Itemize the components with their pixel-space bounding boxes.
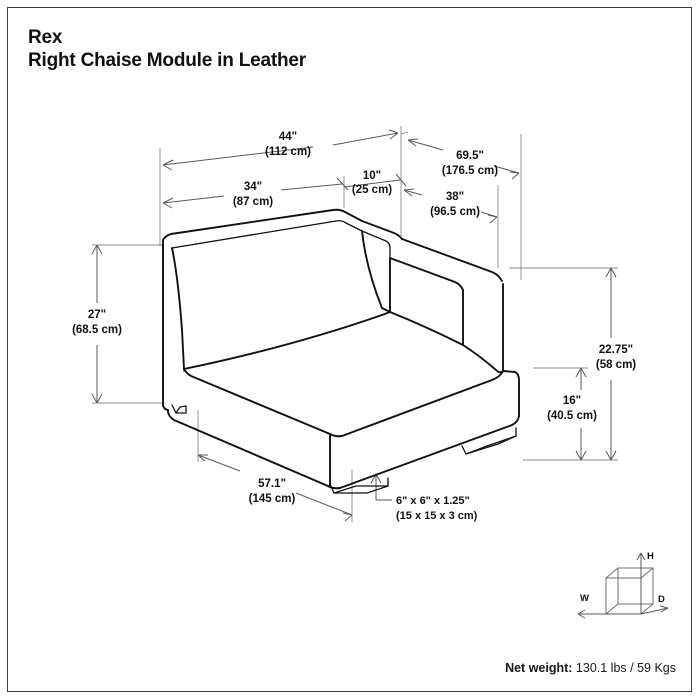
- legend-depth-axis-label: D: [658, 594, 665, 605]
- legend-height-axis-label: H: [647, 551, 654, 562]
- arm-top-inner-edge: [389, 257, 464, 291]
- dimension-overall-depth: 69.5" (176.5 cm): [407, 138, 520, 180]
- label-chaise-length-imperial: 57.1": [258, 478, 286, 490]
- arm-top-back-edge: [361, 220, 403, 240]
- backrest-front-face: [171, 247, 185, 370]
- dimension-chaise-length: 57.1" (145 cm): [197, 454, 353, 522]
- foot-rear-left: [171, 404, 187, 414]
- dimension-arm-depth: 38" (96.5 cm): [403, 188, 498, 224]
- backrest-seat-junction: [183, 311, 391, 370]
- dimension-arm-height: 22.75" (58 cm): [596, 267, 636, 461]
- label-overall-back-width-imperial: 44": [279, 131, 297, 143]
- label-arm-height-metric: (58 cm): [596, 359, 636, 371]
- backrest-left-side-panel: [162, 239, 169, 411]
- product-name: Rex: [28, 27, 63, 48]
- label-seat-back-width-imperial: 34": [244, 181, 262, 193]
- axis-legend-cube: H W D: [577, 551, 669, 619]
- callout-foot-size: 6" x 6" x 1.25" (15 x 15 x 3 cm): [370, 473, 478, 522]
- dimension-seat-height: 16" (40.5 cm): [547, 367, 597, 461]
- label-arm-depth-imperial: 38": [446, 191, 464, 203]
- label-overall-depth-imperial: 69.5": [456, 150, 484, 162]
- dimension-seat-back-width: 34" (87 cm): [162, 177, 349, 209]
- backrest-right-edge: [361, 230, 391, 313]
- foot-rear-left-top: [175, 405, 187, 414]
- label-overall-height-metric: (68.5 cm): [72, 324, 122, 336]
- extension-lines: [92, 126, 618, 522]
- label-seat-back-width-metric: (87 cm): [233, 196, 273, 208]
- label-foot-size-imperial: 6" x 6" x 1.25": [396, 495, 470, 507]
- label-arm-width-metric: (25 cm): [352, 184, 392, 196]
- label-arm-height-imperial: 22.75": [599, 344, 633, 356]
- arm-top-outer-edge: [401, 238, 503, 282]
- label-overall-depth-metric: (176.5 cm): [442, 165, 498, 177]
- label-foot-size-metric: (15 x 15 x 3 cm): [396, 510, 478, 522]
- seat-top-surface-right: [329, 370, 504, 438]
- chaise-module-illustration: [162, 208, 520, 494]
- base-left-rear-bottom: [162, 403, 169, 411]
- arm-inner-top-junction: [361, 230, 391, 259]
- base-right-vertical-edge: [502, 370, 520, 417]
- arm-seat-contact-line: [389, 311, 464, 346]
- base-bottom-right-edge: [339, 415, 520, 489]
- label-seat-height-metric: (40.5 cm): [547, 410, 597, 422]
- dimension-arm-width: 10" (25 cm): [343, 170, 407, 196]
- legend-width-axis-label: W: [580, 593, 589, 604]
- dimension-overall-back-width: 44" (112 cm): [162, 129, 399, 171]
- arm-front-bottom-edge: [462, 344, 504, 374]
- net-weight-label: Net weight:: [505, 661, 573, 675]
- net-weight-value: 130.1 lbs / 59 Kgs: [575, 661, 676, 675]
- net-weight-block: Net weight: 130.1 lbs / 59 Kgs: [505, 661, 676, 675]
- seat-top-surface-left: [183, 368, 331, 435]
- label-arm-width-imperial: 10": [363, 170, 381, 182]
- title-block: Rex Right Chaise Module in Leather: [28, 26, 306, 72]
- label-overall-height-imperial: 27": [88, 309, 106, 321]
- foot-front-right: [461, 427, 517, 455]
- foot-front-left-top: [333, 485, 389, 494]
- backrest-top-edge: [162, 208, 363, 241]
- backrest-top-inner-edge: [171, 220, 363, 249]
- label-chaise-length-metric: (145 cm): [249, 493, 296, 505]
- label-seat-height-imperial: 16": [563, 395, 581, 407]
- label-overall-back-width-metric: (112 cm): [265, 146, 311, 158]
- base-front-left-bottom: [327, 485, 341, 490]
- label-arm-depth-metric: (96.5 cm): [430, 206, 480, 218]
- dimension-overall-height: 27" (68.5 cm): [72, 244, 122, 404]
- product-subtitle: Right Chaise Module in Leather: [28, 50, 306, 72]
- base-left-side-edge: [167, 409, 329, 487]
- foot-front-left: [329, 477, 389, 494]
- foot-front-right-top: [465, 435, 517, 455]
